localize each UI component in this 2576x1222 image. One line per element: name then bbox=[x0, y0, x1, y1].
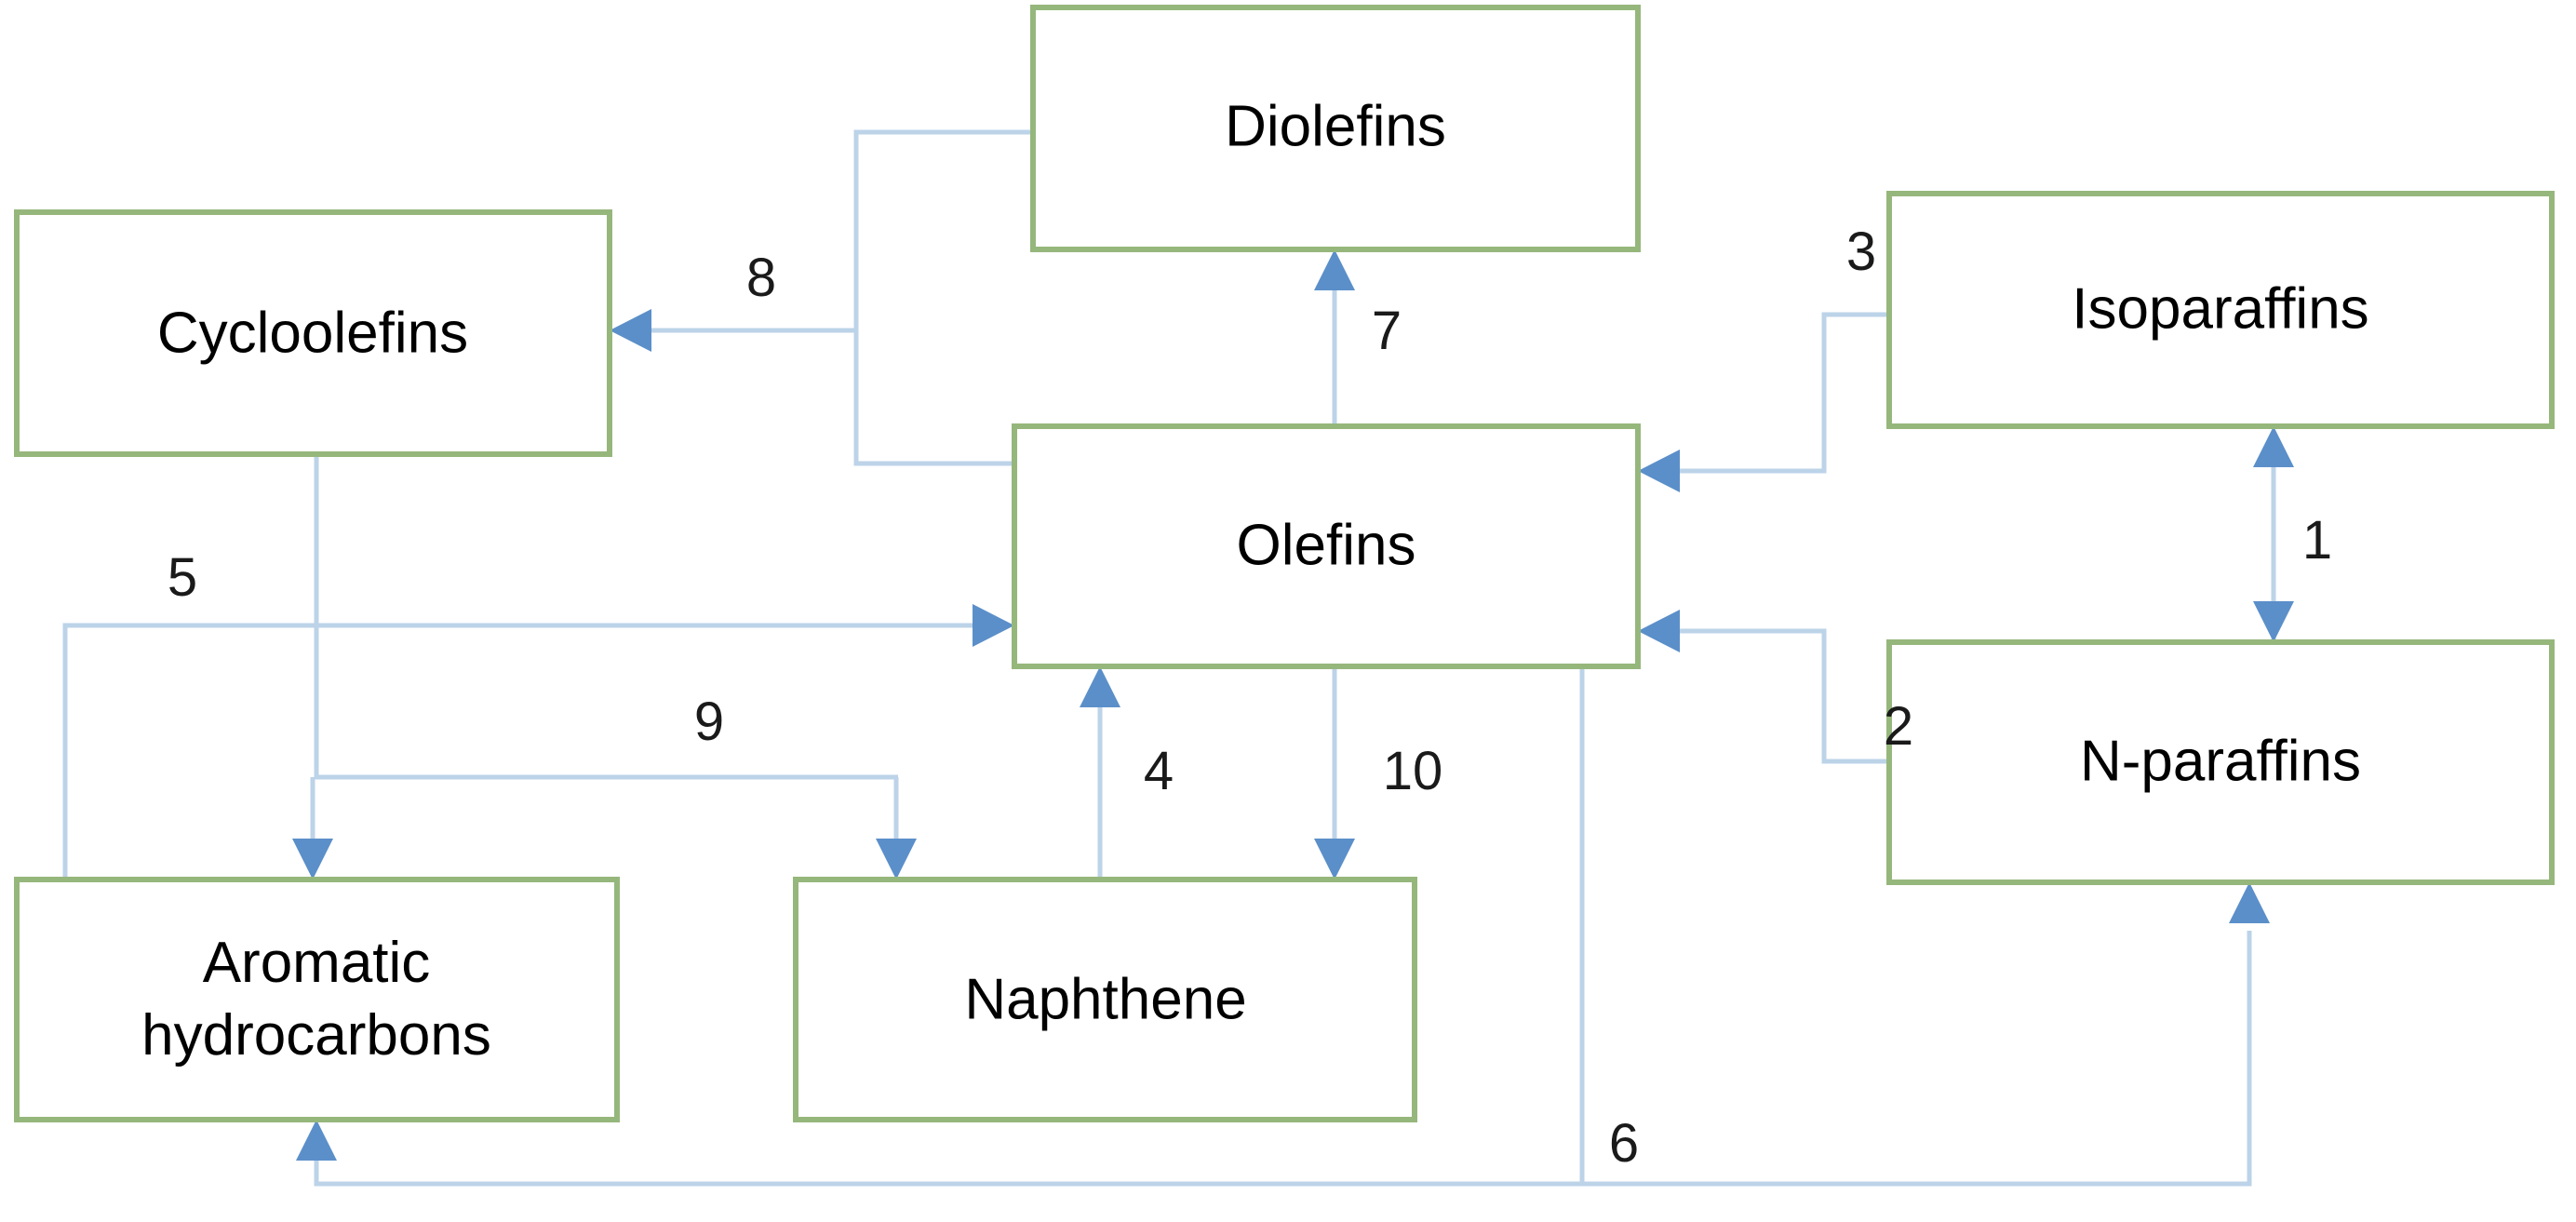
edge-6-path-right bbox=[1579, 666, 2252, 1187]
edge-label-9: 9 bbox=[694, 692, 724, 752]
node-nparaffins-label: N-paraffins bbox=[2080, 729, 2361, 793]
node-olefins-label: Olefins bbox=[1237, 513, 1416, 577]
edge-9-arrowhead-aromatic bbox=[292, 839, 333, 880]
edge-5-arrowhead bbox=[973, 604, 1014, 647]
node-nparaffins-box[interactable] bbox=[1886, 639, 2555, 885]
edge-8-path-branches bbox=[853, 129, 1033, 466]
edge-1-arrowhead-down bbox=[2253, 601, 2294, 642]
node-aromatic-hydrocarbons-box[interactable] bbox=[14, 877, 620, 1122]
edge-label-1: 1 bbox=[2302, 510, 2332, 571]
edge-label-4: 4 bbox=[1144, 741, 1174, 801]
edge-5 bbox=[62, 604, 1014, 880]
edge-2 bbox=[1638, 610, 1889, 764]
edge-9 bbox=[292, 454, 917, 880]
node-naphthene[interactable]: Naphthene bbox=[793, 877, 1417, 1122]
edge-2-arrowhead bbox=[1638, 610, 1680, 652]
edge-2-path bbox=[1670, 628, 1889, 764]
edge-4-arrowhead bbox=[1080, 666, 1120, 707]
node-isoparaffins-label: Isoparaffins bbox=[2072, 276, 2368, 341]
node-olefins[interactable]: Olefins bbox=[1012, 423, 1641, 669]
edge-label-8: 8 bbox=[746, 248, 776, 308]
edge-1-arrowhead-up bbox=[2253, 426, 2294, 467]
edge-3-arrowhead bbox=[1638, 450, 1680, 492]
edge-label-6: 6 bbox=[1609, 1113, 1639, 1174]
node-aromatic-hydrocarbons-label-line1: Aromatic bbox=[203, 931, 431, 995]
node-isoparaffins-box[interactable] bbox=[1886, 191, 2555, 429]
edge-10 bbox=[1314, 666, 1355, 880]
edge-label-7: 7 bbox=[1372, 301, 1402, 361]
edge-1 bbox=[2253, 426, 2294, 642]
node-naphthene-box[interactable] bbox=[793, 877, 1417, 1122]
edge-label-5: 5 bbox=[168, 547, 197, 608]
edge-9-arrowhead-naphthene bbox=[876, 839, 917, 880]
edge-label-2: 2 bbox=[1884, 696, 1913, 757]
node-diolefins-box[interactable] bbox=[1030, 5, 1641, 252]
node-olefins-box[interactable] bbox=[1012, 423, 1641, 669]
edge-8-arrowhead bbox=[610, 309, 651, 352]
edge-6-path-left bbox=[314, 1154, 1582, 1187]
node-isoparaffins[interactable]: Isoparaffins bbox=[1886, 191, 2555, 429]
edge-7-arrowhead bbox=[1314, 249, 1355, 290]
edge-5-path bbox=[62, 623, 982, 880]
node-cycloolefins[interactable]: Cycloolefins bbox=[14, 209, 612, 457]
edge-3 bbox=[1638, 312, 1889, 492]
edge-3-path bbox=[1670, 312, 1889, 474]
edge-4 bbox=[1080, 666, 1120, 880]
node-nparaffins[interactable]: N-paraffins bbox=[1886, 639, 2555, 885]
node-aromatic-hydrocarbons-label-line2: hydrocarbons bbox=[141, 1003, 491, 1068]
edge-6 bbox=[296, 666, 2270, 1187]
edge-9-path-trunk bbox=[314, 454, 898, 780]
edge-8 bbox=[610, 129, 1033, 466]
node-cycloolefins-box[interactable] bbox=[14, 209, 612, 457]
node-cycloolefins-label: Cycloolefins bbox=[157, 301, 468, 365]
node-diolefins-label: Diolefins bbox=[1225, 94, 1446, 158]
edge-10-arrowhead bbox=[1314, 839, 1355, 880]
edge-6-arrowhead-aromatic bbox=[296, 1120, 337, 1161]
edge-label-3: 3 bbox=[1846, 222, 1876, 282]
edge-7 bbox=[1314, 249, 1355, 426]
node-diolefins[interactable]: Diolefins bbox=[1030, 5, 1641, 252]
edge-label-10: 10 bbox=[1383, 741, 1443, 801]
node-aromatic-hydrocarbons[interactable]: Aromatic hydrocarbons bbox=[14, 877, 620, 1122]
node-naphthene-label: Naphthene bbox=[964, 967, 1246, 1031]
edge-6-arrowhead-nparaffins bbox=[2229, 882, 2270, 923]
